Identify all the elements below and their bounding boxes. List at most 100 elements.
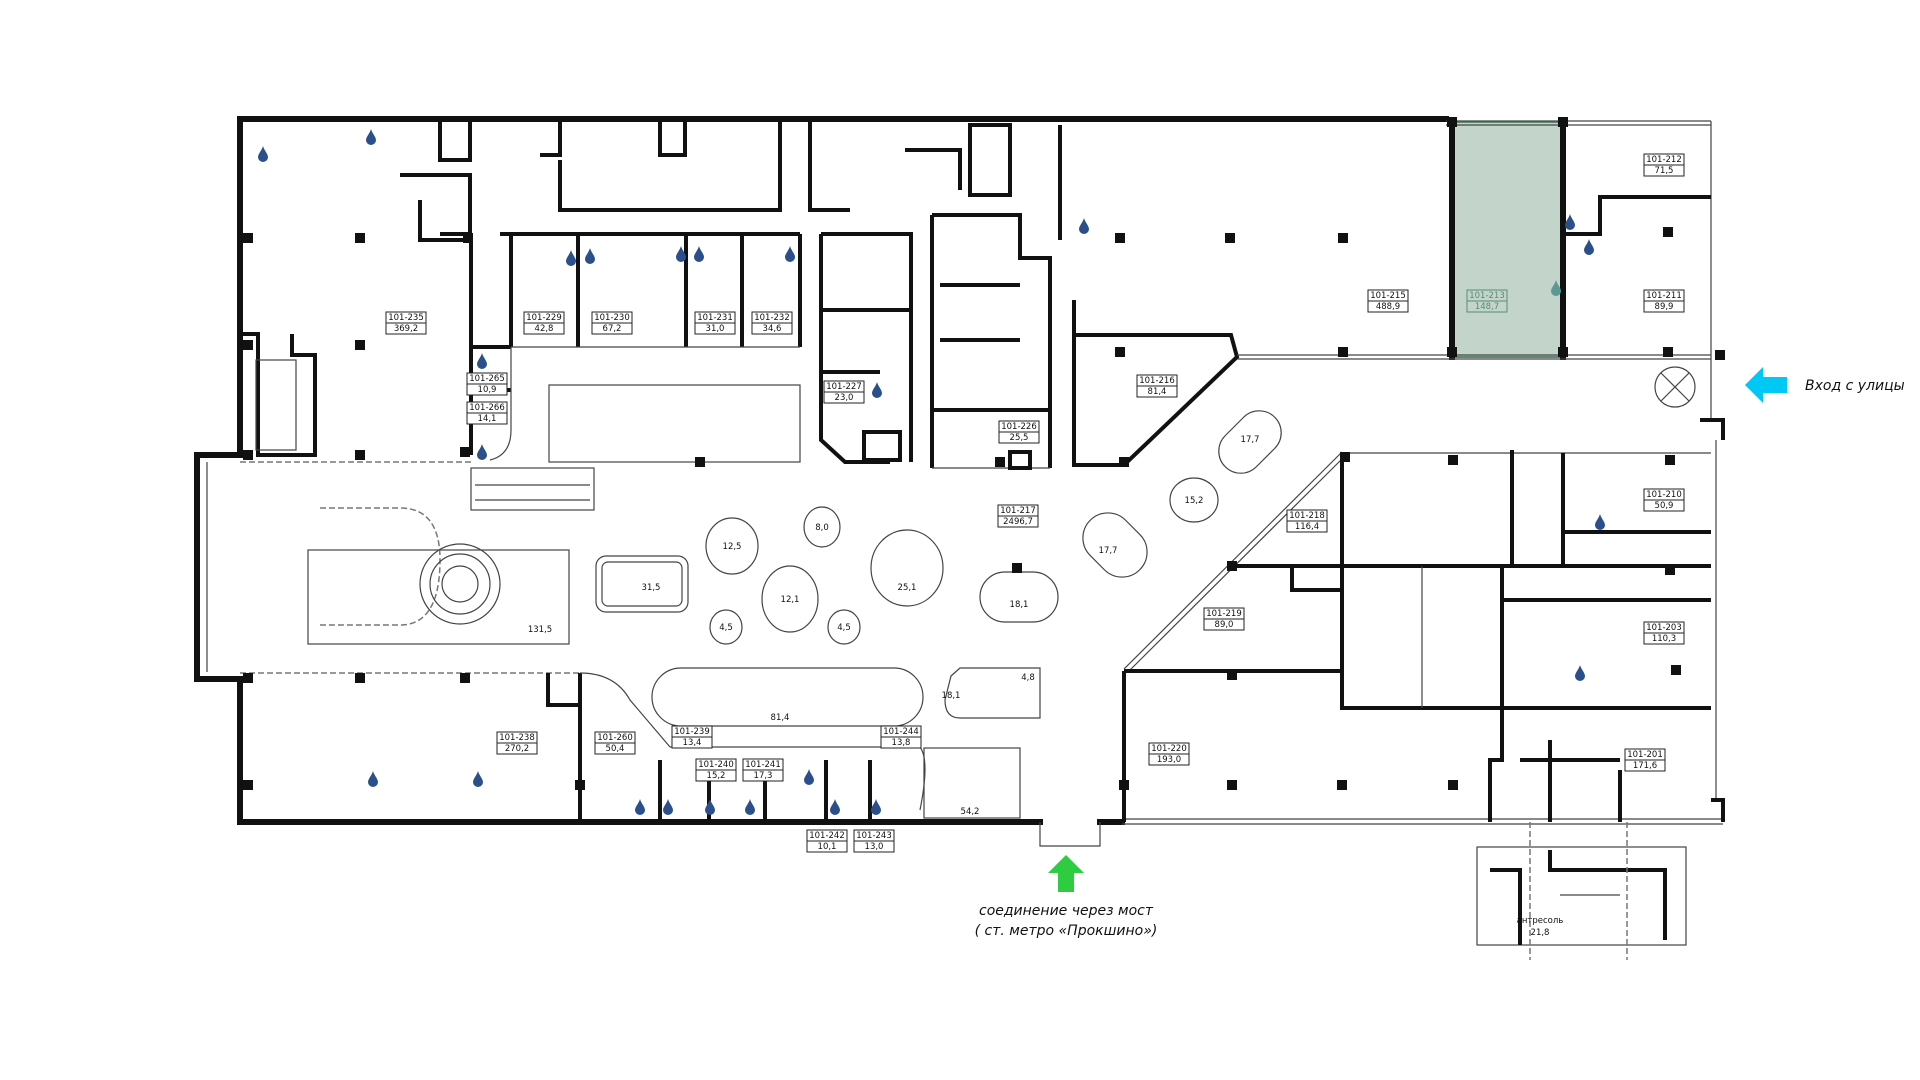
bridge-label-line2: ( ст. метро «Прокшино»)	[975, 923, 1158, 939]
water-drop-icon	[676, 246, 686, 262]
column	[1012, 563, 1022, 573]
room-area: 71,5	[1655, 166, 1674, 176]
room-number: 101-201	[1627, 750, 1663, 760]
column	[695, 457, 705, 467]
arrow-up-icon	[1048, 855, 1084, 892]
mezzanine-plan	[1476, 822, 1687, 960]
column	[1338, 347, 1348, 357]
room-number: 101-203	[1646, 623, 1682, 633]
unit-101-213-highlight[interactable]	[1451, 121, 1564, 358]
walls	[194, 116, 1725, 960]
room-number: 101-216	[1139, 376, 1175, 386]
column	[1119, 457, 1129, 467]
column	[243, 673, 253, 683]
room-number: 101-210	[1646, 490, 1682, 500]
column	[460, 673, 470, 683]
column	[1227, 670, 1237, 680]
room-area: 34,6	[763, 324, 782, 334]
room-area: 42,8	[535, 324, 554, 334]
street-entrance-label: Вход с улицы	[1805, 378, 1905, 394]
room-area: 171,6	[1633, 761, 1657, 771]
room-number: 101-239	[674, 727, 710, 737]
water-drop-icon	[804, 769, 814, 785]
water-drop-icon	[585, 248, 595, 264]
room-number: 101-213	[1469, 291, 1505, 301]
zone-area-label: 54,2	[961, 807, 980, 817]
room-number: 101-218	[1289, 511, 1325, 521]
column	[243, 233, 253, 243]
zone-area-label: 131,5	[528, 625, 552, 635]
room-area: 110,3	[1652, 634, 1676, 644]
column	[1115, 233, 1125, 243]
water-drop-icon	[830, 799, 840, 815]
water-drop-icon	[473, 771, 483, 787]
column	[463, 233, 473, 243]
room-area: 67,2	[603, 324, 622, 334]
zone-area-label: 12,1	[781, 595, 800, 605]
column	[1225, 233, 1235, 243]
room-area: 25,5	[1010, 433, 1029, 443]
room-area: 148,7	[1475, 302, 1499, 312]
water-drop-icon	[1565, 214, 1575, 230]
room-number: 101-227	[826, 382, 862, 392]
water-drop-icon	[1584, 239, 1594, 255]
column	[1558, 347, 1568, 357]
room-number: 101-238	[499, 733, 535, 743]
column	[1337, 780, 1347, 790]
zone-area-label: 18,1	[942, 691, 961, 701]
water-drop-icon	[663, 799, 673, 815]
room-number: 101-241	[745, 760, 781, 770]
column	[1665, 565, 1675, 575]
zone-area-label: 25,1	[898, 583, 917, 593]
room-number: 101-215	[1370, 291, 1406, 301]
room-area: 2496,7	[1003, 517, 1033, 527]
room-number: 101-235	[388, 313, 424, 323]
zone-area-label: 17,7	[1241, 435, 1260, 445]
column	[355, 673, 365, 683]
room-number: 101-266	[469, 403, 505, 413]
room-area: 31,0	[706, 324, 725, 334]
water-drop-icon	[258, 146, 268, 162]
zone-area-label: 4,5	[837, 623, 851, 633]
zone-area-label: 8,0	[815, 523, 829, 533]
water-drop-icon	[1079, 218, 1089, 234]
room-area: 488,9	[1376, 302, 1400, 312]
column	[575, 780, 585, 790]
room-area: 15,2	[707, 771, 726, 781]
column	[355, 450, 365, 460]
room-number: 101-231	[697, 313, 733, 323]
column	[1119, 780, 1129, 790]
water-points	[258, 129, 1605, 815]
